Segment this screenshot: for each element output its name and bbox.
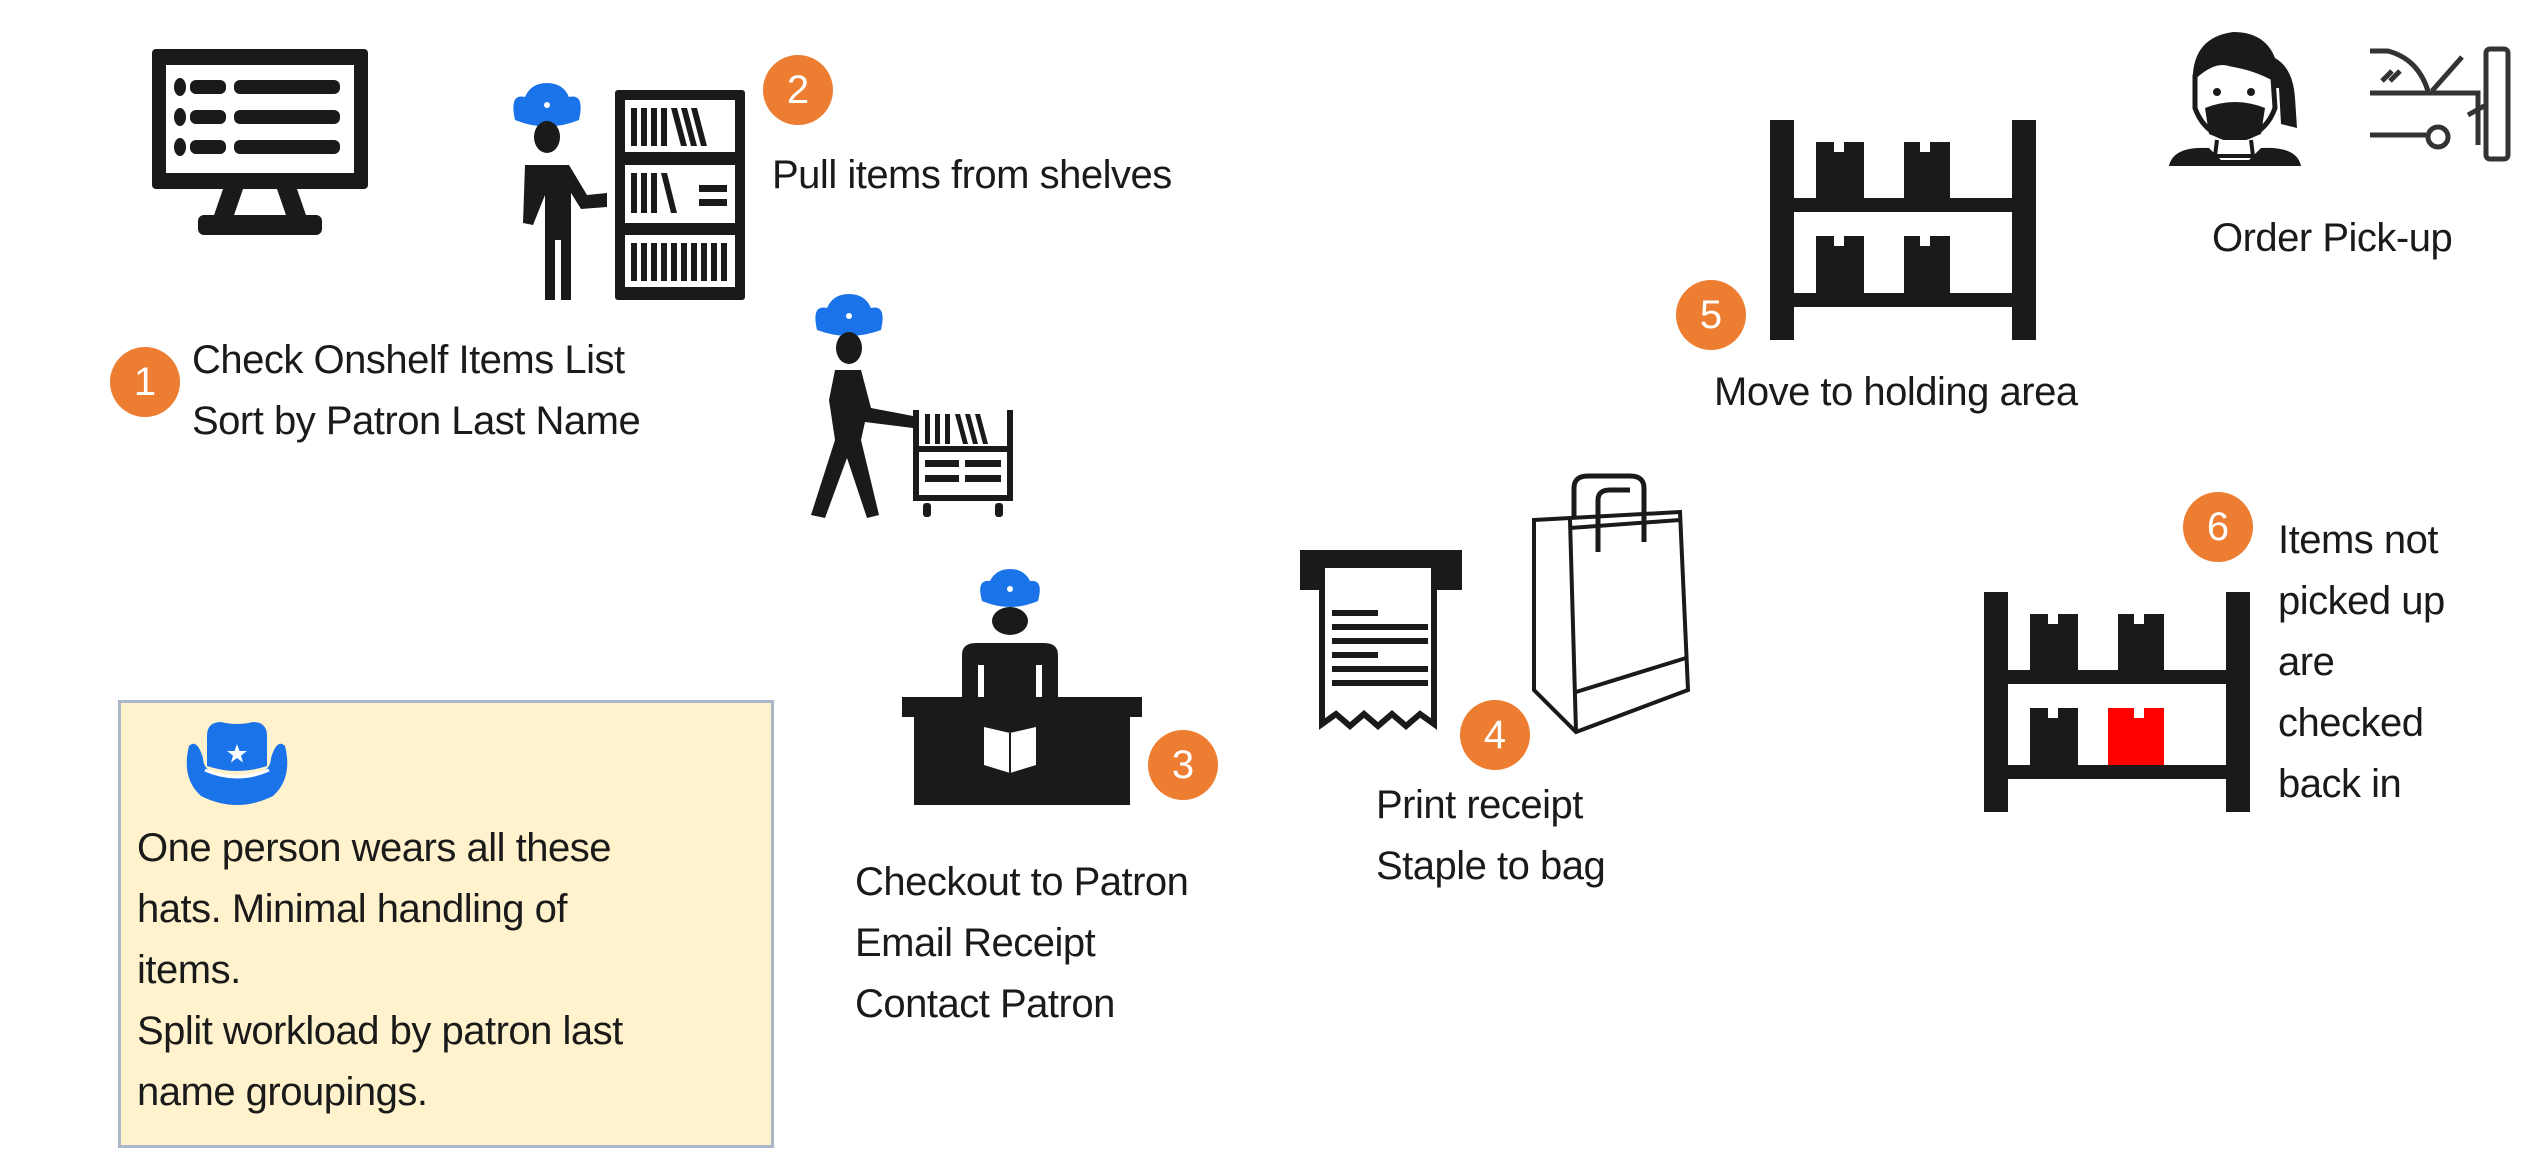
step-1-line-2: Sort by Patron Last Name xyxy=(192,399,641,443)
step-6-line-1: Items not xyxy=(2278,518,2439,562)
step-6-line-3: are xyxy=(2278,640,2335,684)
curbside-car-icon xyxy=(2368,45,2518,165)
step-6-badge: 6 xyxy=(2183,492,2253,562)
step-2-line-1: Pull items from shelves xyxy=(772,153,1172,197)
holding-shelf-icon xyxy=(1768,118,2038,343)
step-5-line-1: Move to holding area xyxy=(1714,370,2078,414)
step-6-line-4: checked xyxy=(2278,701,2424,745)
step-4-line-2: Staple to bag xyxy=(1376,844,1606,888)
shopping-bag-icon xyxy=(1530,470,1705,740)
cowboy-hat-icon xyxy=(181,718,293,813)
step-2-badge: 2 xyxy=(763,55,833,125)
step-4-badge: 4 xyxy=(1460,700,1530,770)
step-3-line-1: Checkout to Patron xyxy=(855,860,1189,904)
step-4-line-1: Print receipt xyxy=(1376,783,1583,827)
note-text: One person wears all these hats. Minimal… xyxy=(137,826,623,1114)
step-3-line-2: Email Receipt xyxy=(855,921,1096,965)
step-3-line-3: Contact Patron xyxy=(855,982,1115,1026)
step-5-badge: 5 xyxy=(1676,280,1746,350)
note-box: One person wears all these hats. Minimal… xyxy=(118,700,774,1148)
receipt-icon xyxy=(1298,548,1468,743)
step-6-line-2: picked up xyxy=(2278,579,2445,623)
step-3-badge: 3 xyxy=(1148,730,1218,800)
order-pickup-label: Order Pick-up xyxy=(2212,216,2453,260)
shelf-with-returned-item-icon xyxy=(1982,590,2252,815)
masked-patron-icon xyxy=(2165,28,2305,170)
computer-monitor-list-icon xyxy=(148,45,372,237)
staff-at-desk-icon xyxy=(900,565,1150,815)
staff-at-bookshelf-icon xyxy=(495,75,755,300)
staff-with-book-cart-icon xyxy=(795,290,1025,525)
step-6-line-5: back in xyxy=(2278,762,2402,806)
step-1-line-1: Check Onshelf Items List xyxy=(192,338,625,382)
step-1-badge: 1 xyxy=(110,347,180,417)
